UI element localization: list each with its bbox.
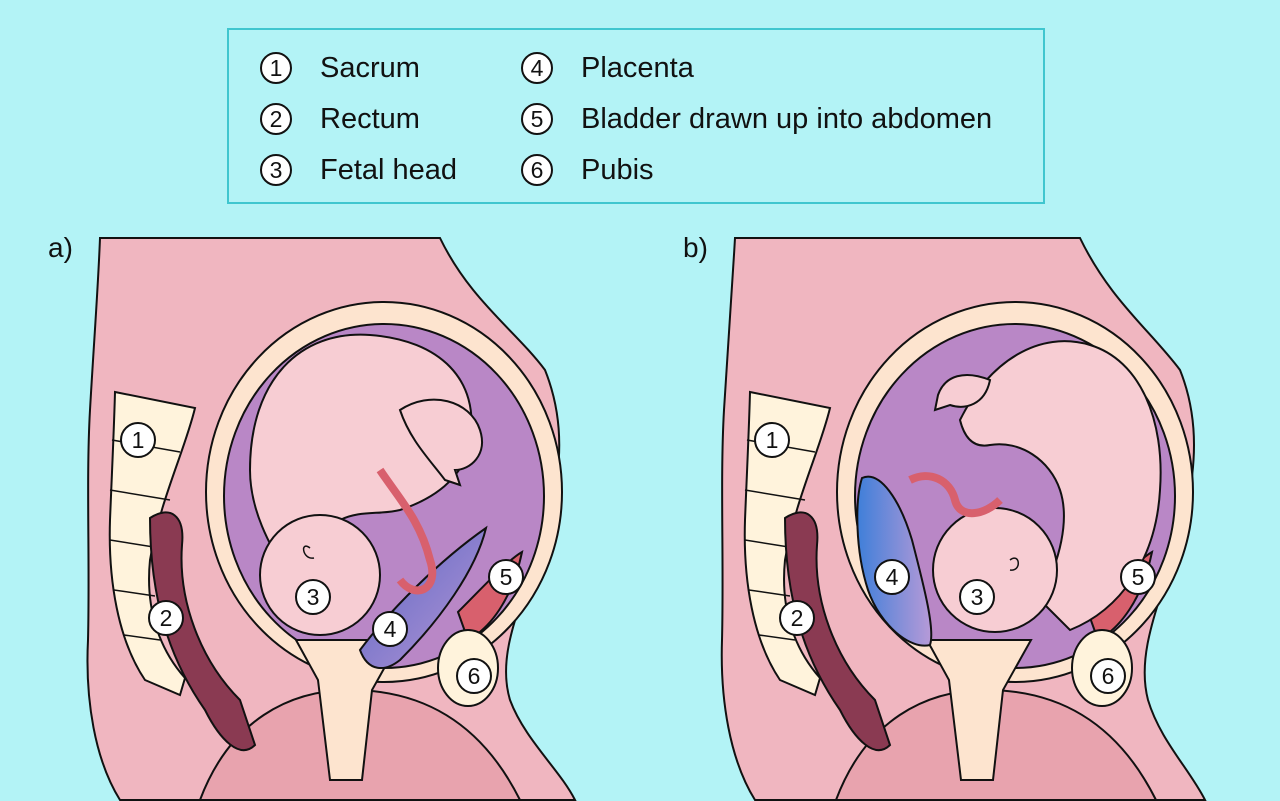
legend-label: Fetal head (320, 153, 458, 186)
legend-label: Pubis (581, 153, 654, 186)
marker-6-a-text: 6 (468, 663, 481, 689)
marker-1-a (120, 422, 156, 458)
legend-item-rectum: 2 Rectum (260, 99, 420, 139)
legend-number-badge: 5 (521, 103, 553, 135)
legend-number-badge: 1 (260, 52, 292, 84)
fetal-head-b (932, 507, 1058, 633)
umbilical-cord-a (376, 467, 437, 595)
fetus-body-b (958, 340, 1162, 632)
marker-5-b (1120, 559, 1156, 595)
rectum-a (148, 511, 257, 751)
marker-5-b-text: 5 (1132, 564, 1145, 590)
marker-4-b-text: 4 (886, 564, 899, 590)
rectum-b (783, 511, 892, 751)
marker-1-a-text: 1 (132, 427, 145, 453)
legend-item-pubis: 6 Pubis (521, 150, 654, 190)
marker-4-a-text: 4 (384, 616, 397, 642)
panel-a-illustration: 1 2 3 4 5 6 (86, 237, 577, 801)
legend-label: Bladder drawn up into abdomen (581, 102, 993, 135)
legend-label: Sacrum (320, 51, 420, 84)
legend-number-badge: 6 (521, 154, 553, 186)
legend-item-bladder: 5 Bladder drawn up into abdomen (521, 99, 992, 139)
panel-b-label: b) (683, 232, 708, 263)
marker-3-a (295, 579, 331, 615)
marker-6-a (456, 658, 492, 694)
legend-box: 1 Sacrum 2 Rectum 3 Fetal head 4 Placent… (227, 28, 1045, 204)
legend-label: Rectum (320, 102, 420, 135)
fetal-ear-a (302, 545, 315, 559)
legend-item-sacrum: 1 Sacrum (260, 48, 420, 88)
marker-2-b (779, 600, 815, 636)
marker-2-a (148, 600, 184, 636)
legend-item-placenta: 4 Placenta (521, 48, 694, 88)
fetus-leg-a (398, 398, 483, 487)
panel-b-illustration: 1 2 3 4 5 6 (720, 237, 1207, 801)
marker-5-a (488, 559, 524, 595)
legend-number-badge: 4 (521, 52, 553, 84)
legend-label: Placenta (581, 51, 694, 84)
marker-5-a-text: 5 (500, 564, 513, 590)
fetal-head-a (259, 514, 381, 636)
panel-a-label: a) (48, 232, 73, 263)
legend-number-badge: 3 (260, 154, 292, 186)
marker-3-b (959, 579, 995, 615)
marker-2-a-text: 2 (160, 605, 173, 631)
marker-6-b-text: 6 (1102, 663, 1115, 689)
umbilical-cord-b (908, 472, 1003, 518)
legend-number-badge: 2 (260, 103, 292, 135)
marker-1-b (754, 422, 790, 458)
marker-6-b (1090, 658, 1126, 694)
fetus-leg-b (933, 374, 992, 412)
marker-4-a (372, 611, 408, 647)
cervix-b (925, 639, 1033, 781)
legend-item-fetal-head: 3 Fetal head (260, 150, 457, 190)
marker-4-b (874, 559, 910, 595)
marker-3-b-text: 3 (971, 584, 984, 610)
marker-2-b-text: 2 (791, 605, 804, 631)
marker-1-b-text: 1 (766, 427, 779, 453)
marker-3-a-text: 3 (307, 584, 320, 610)
fetal-ear-b (1009, 557, 1019, 571)
